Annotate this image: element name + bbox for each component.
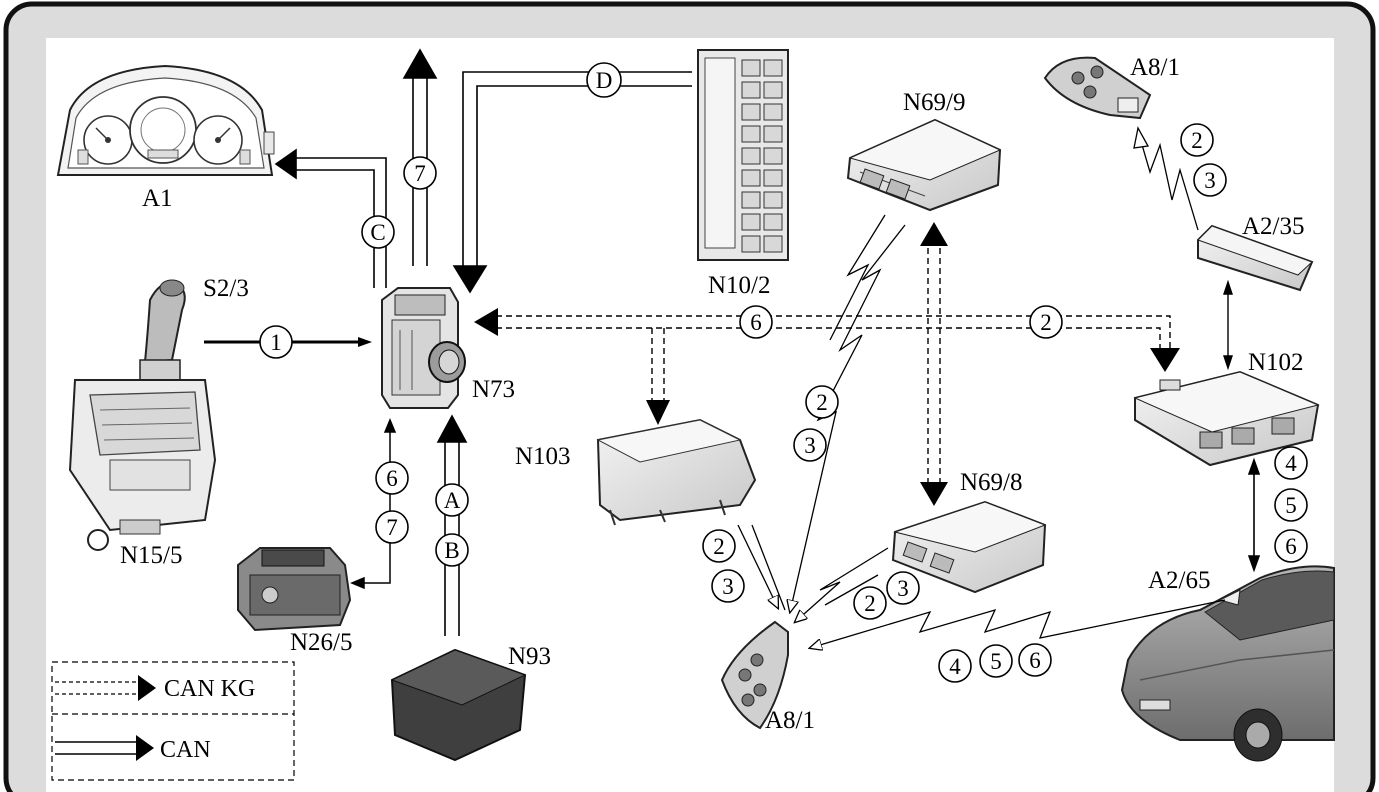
n102-module-icon: [1133, 370, 1320, 467]
svg-text:D: D: [596, 68, 613, 93]
marker-2-can: 2: [1029, 305, 1063, 339]
svg-text:6: 6: [1029, 648, 1041, 673]
marker-3-wire: 3: [793, 428, 827, 462]
n69-8-module-icon: [891, 500, 1047, 594]
arrow-to-a8-1-top: [1133, 126, 1150, 149]
svg-text:2: 2: [1040, 310, 1052, 335]
legend: CAN KG CAN: [51, 661, 295, 781]
label-n15-5: N15/5: [120, 542, 183, 569]
label-a8-1-bottom: A8/1: [765, 707, 815, 734]
line-a2-35-n102: [1223, 279, 1233, 371]
label-n26-5: N26/5: [290, 629, 353, 656]
svg-text:6: 6: [750, 310, 762, 335]
marker-7-left: 7: [375, 510, 409, 544]
marker-7-top: 7: [403, 156, 437, 190]
svg-text:7: 7: [414, 161, 426, 186]
label-n103: N103: [515, 443, 571, 470]
selector-lever-icon: [68, 279, 217, 551]
label-n69-8: N69/8: [960, 469, 1023, 496]
arrow-to-n69-8: [920, 482, 948, 506]
label-n93: N93: [508, 643, 551, 670]
svg-text:C: C: [370, 220, 385, 245]
marker-c: C: [361, 215, 395, 249]
n103-module-icon: [596, 418, 757, 526]
marker-b: B: [435, 533, 469, 567]
legend-can-swatch: [55, 735, 154, 761]
label-a1: A1: [142, 185, 173, 212]
svg-text:5: 5: [990, 649, 1002, 674]
can-kg-bus: [496, 248, 1171, 482]
legend-can-kg-label: CAN KG: [164, 676, 255, 702]
car-icon: [1120, 565, 1335, 762]
svg-text:3: 3: [804, 433, 816, 458]
legend-can-kg-swatch: [55, 675, 156, 701]
ignition-switch-icon: [381, 287, 466, 409]
marker-2-n69-8: 2: [853, 586, 887, 620]
n93-module-icon: [390, 648, 527, 762]
svg-text:6: 6: [386, 466, 398, 491]
label-s2-3: S2/3: [203, 275, 249, 302]
marker-5-right: 5: [1274, 488, 1308, 522]
svg-text:B: B: [444, 538, 459, 563]
marker-3-n69-8: 3: [886, 571, 920, 605]
marker-2-wire: 2: [805, 385, 839, 419]
marker-2-top: 2: [1180, 123, 1214, 157]
marker-6-car: 6: [1018, 643, 1052, 677]
svg-text:2: 2: [713, 534, 725, 559]
line-n102-car: [1247, 457, 1261, 573]
label-n73: N73: [472, 376, 515, 403]
svg-text:2: 2: [816, 390, 828, 415]
legend-can-label: CAN: [160, 737, 211, 763]
marker-4-right: 4: [1274, 446, 1308, 480]
label-a8-1-top: A8/1: [1130, 54, 1180, 81]
marker-3-n103: 3: [711, 569, 745, 603]
n10-2-fuse-module-icon: [697, 49, 789, 261]
marker-1: 1: [259, 325, 293, 359]
svg-text:4: 4: [1285, 451, 1297, 476]
svg-text:6: 6: [1285, 534, 1297, 559]
arrow-to-n73: [474, 308, 498, 336]
label-a2-65: A2/65: [1148, 567, 1211, 594]
svg-text:5: 5: [1285, 493, 1297, 518]
marker-6-left: 6: [375, 461, 409, 495]
marker-d: D: [586, 62, 622, 98]
marker-2-n103: 2: [702, 529, 736, 563]
label-n69-9: N69/9: [903, 89, 966, 116]
arrow-to-n103: [646, 400, 670, 425]
label-n10-2: N10/2: [708, 272, 771, 299]
svg-text:1: 1: [270, 330, 282, 355]
svg-text:2: 2: [1191, 128, 1203, 153]
marker-a: A: [435, 483, 469, 517]
arrow-to-n102: [1150, 348, 1180, 372]
n26-5-module-icon: [237, 547, 352, 632]
marker-6-right: 6: [1274, 529, 1308, 563]
svg-text:2: 2: [864, 591, 876, 616]
svg-text:A: A: [444, 488, 461, 513]
label-a2-35: A2/35: [1242, 213, 1305, 240]
label-n102: N102: [1248, 349, 1304, 376]
key-fob-bottom-icon: [720, 620, 789, 730]
svg-text:7: 7: [386, 515, 398, 540]
a2-35-antenna-icon: [1197, 224, 1314, 292]
can-line-c: [274, 148, 387, 288]
svg-text:3: 3: [897, 576, 909, 601]
marker-5-car: 5: [979, 644, 1013, 678]
marker-6-can: 6: [739, 305, 773, 339]
arrow-to-n69-9: [920, 222, 948, 246]
svg-text:3: 3: [722, 574, 734, 599]
n69-9-module-icon: [846, 118, 1002, 212]
marker-4-car: 4: [938, 649, 972, 683]
svg-text:4: 4: [949, 654, 961, 679]
instrument-cluster-icon: [56, 64, 275, 176]
key-fob-top-icon: [1043, 56, 1152, 120]
svg-text:3: 3: [1204, 168, 1216, 193]
marker-3-top: 3: [1193, 163, 1227, 197]
